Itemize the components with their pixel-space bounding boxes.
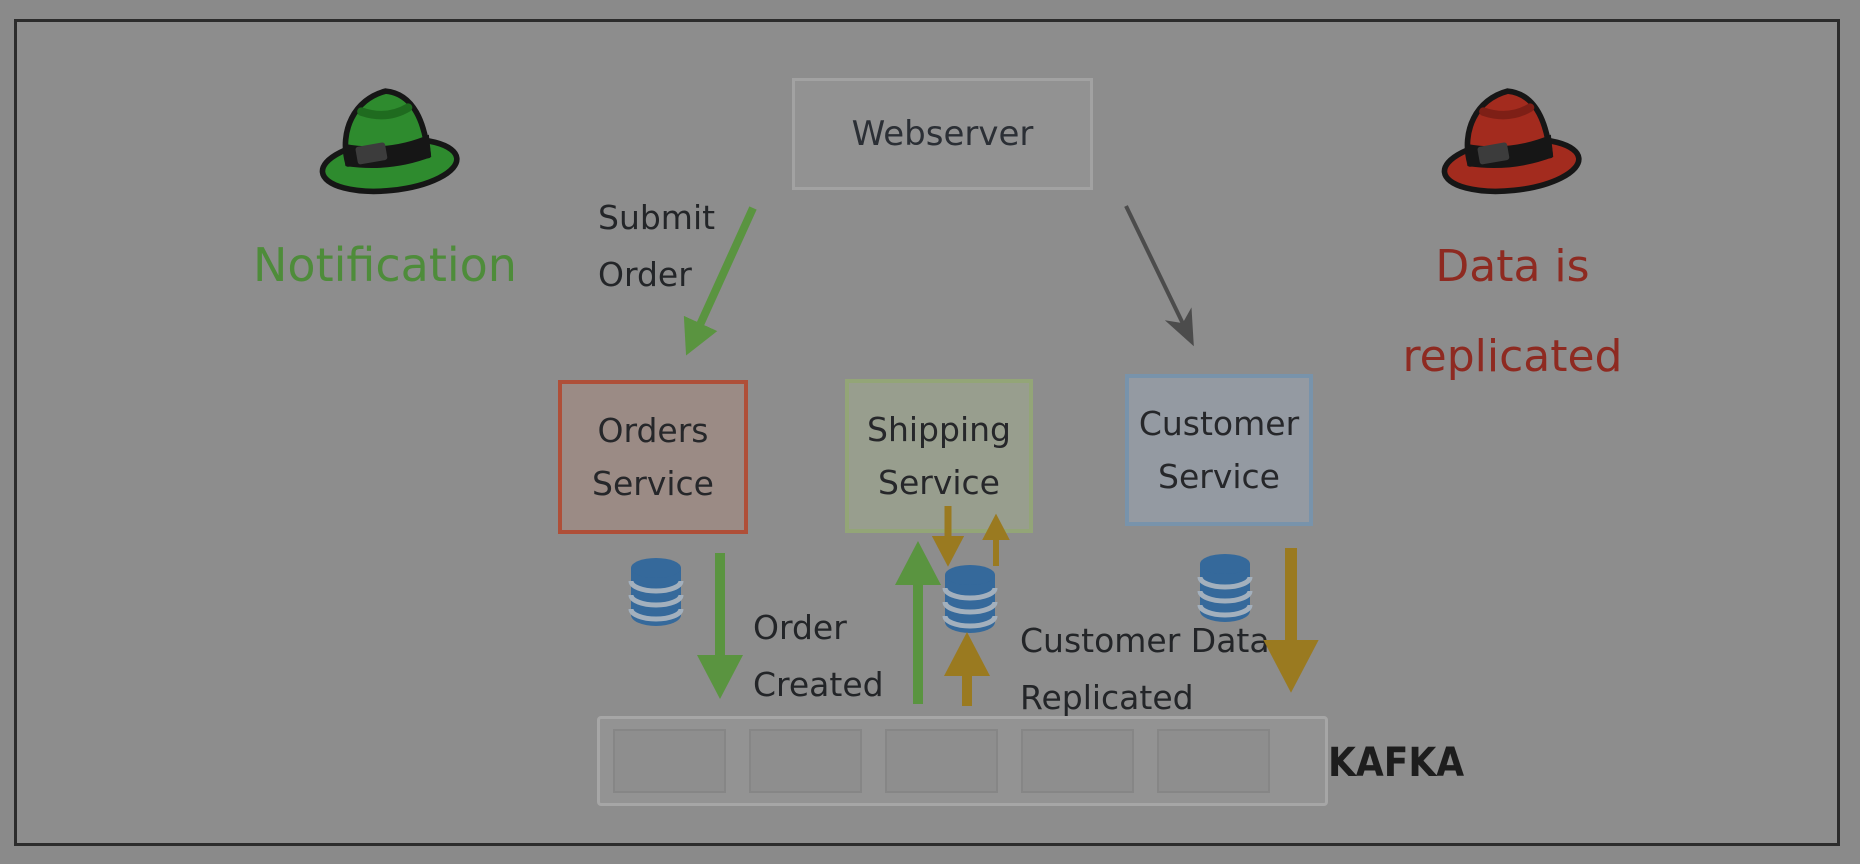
submit-order-line2: Order	[598, 254, 692, 294]
kafka-partition	[1157, 729, 1270, 793]
submit-order-label: Submit Order	[598, 190, 715, 304]
data-replicated-line1: Data is	[1435, 241, 1590, 292]
green-fedora-hat-icon	[312, 80, 462, 200]
webserver-node: Webserver	[792, 78, 1093, 190]
order-created-label: Order Created	[753, 600, 884, 714]
shipping-service-line2: Service	[878, 463, 1000, 502]
customer-database-icon	[1196, 552, 1254, 624]
kafka-partition	[885, 729, 998, 793]
customer-data-line1: Customer Data	[1020, 621, 1270, 660]
orders-service-line2: Service	[592, 464, 714, 503]
customer-data-line2: Replicated	[1020, 677, 1194, 717]
customer-service-line2: Service	[1158, 457, 1280, 496]
kafka-partition	[749, 729, 862, 793]
customer-service-node: Customer Service	[1125, 374, 1313, 526]
red-fedora-hat-icon	[1434, 80, 1584, 200]
shipping-service-line1: Shipping	[867, 409, 1011, 449]
notification-label: Notification	[253, 238, 517, 292]
data-replicated-label: Data is replicated	[1320, 222, 1705, 402]
order-created-line1: Order	[753, 608, 847, 647]
shipping-database-icon	[941, 563, 999, 635]
kafka-partition	[613, 729, 726, 793]
orders-service-line1: Orders	[597, 410, 709, 450]
shipping-service-node: Shipping Service	[845, 379, 1033, 533]
orders-database-icon	[627, 556, 685, 628]
data-replicated-line2: replicated	[1402, 331, 1623, 383]
orders-service-node: Orders Service	[558, 380, 748, 534]
customer-data-replicated-label: Customer Data Replicated	[1020, 613, 1270, 727]
customer-service-line1: Customer	[1138, 403, 1300, 443]
order-created-line2: Created	[753, 664, 884, 704]
kafka-partition	[1021, 729, 1134, 793]
kafka-bar	[597, 716, 1328, 806]
webserver-label: Webserver	[851, 114, 1034, 154]
kafka-label: KAFKA	[1328, 740, 1465, 786]
submit-order-line1: Submit	[598, 198, 716, 237]
